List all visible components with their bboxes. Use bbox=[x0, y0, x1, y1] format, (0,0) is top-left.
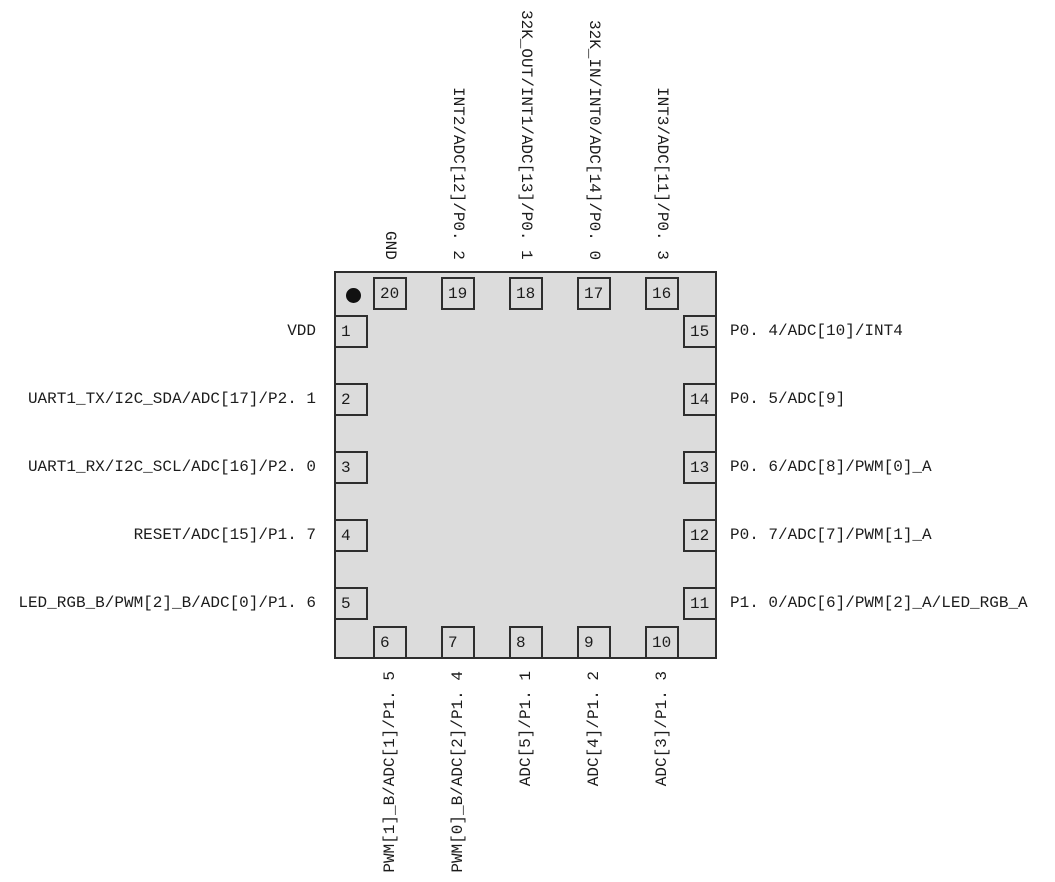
pin-box-12: 12 bbox=[683, 519, 717, 552]
pin-label-6: PWM[1]_B/ADC[1]/P1. 5 bbox=[381, 671, 399, 873]
pin-box-20: 20 bbox=[373, 277, 407, 310]
pin-box-18: 18 bbox=[509, 277, 543, 310]
pin-box-7: 7 bbox=[441, 626, 475, 659]
pin-label-2: UART1_TX/I2C_SDA/ADC[17]/P2. 1 bbox=[27, 390, 316, 408]
pin-label-11: P1. 0/ADC[6]/PWM[2]_A/LED_RGB_A bbox=[730, 594, 1028, 612]
pin-box-3: 3 bbox=[334, 451, 368, 484]
pin-label-5: LED_RGB_B/PWM[2]_B/ADC[0]/P1. 6 bbox=[18, 594, 316, 612]
pin-box-14: 14 bbox=[683, 383, 717, 416]
pin-box-16: 16 bbox=[645, 277, 679, 310]
pin-box-2: 2 bbox=[334, 383, 368, 416]
pin-label-13: P0. 6/ADC[8]/PWM[0]_A bbox=[730, 458, 932, 476]
pin-label-12: P0. 7/ADC[7]/PWM[1]_A bbox=[730, 526, 932, 544]
pin-label-9: ADC[4]/P1. 2 bbox=[585, 671, 603, 787]
pin1-indicator-dot bbox=[346, 288, 361, 303]
pin-box-19: 19 bbox=[441, 277, 475, 310]
pin-label-19: INT2/ADC[12]/P0. 2 bbox=[449, 87, 467, 260]
pin-label-4: RESET/ADC[15]/P1. 7 bbox=[133, 526, 316, 544]
pin-box-8: 8 bbox=[509, 626, 543, 659]
pin-box-1: 1 bbox=[334, 315, 368, 348]
pin-label-3: UART1_RX/I2C_SCL/ADC[16]/P2. 0 bbox=[27, 458, 316, 476]
pin-box-10: 10 bbox=[645, 626, 679, 659]
pin-box-9: 9 bbox=[577, 626, 611, 659]
pin-box-4: 4 bbox=[334, 519, 368, 552]
pin-box-5: 5 bbox=[334, 587, 368, 620]
pin-label-8: ADC[5]/P1. 1 bbox=[517, 671, 535, 787]
pin-label-15: P0. 4/ADC[10]/INT4 bbox=[730, 322, 903, 340]
pin-label-18: 32K_OUT/INT1/ADC[13]/P0. 1 bbox=[517, 10, 535, 260]
pin-label-1: VDD bbox=[287, 322, 316, 340]
pin-box-13: 13 bbox=[683, 451, 717, 484]
pin-box-11: 11 bbox=[683, 587, 717, 620]
pin-box-6: 6 bbox=[373, 626, 407, 659]
pin-label-20: GND bbox=[381, 231, 399, 260]
pin-label-7: PWM[0]_B/ADC[2]/P1. 4 bbox=[449, 671, 467, 873]
chip-body bbox=[334, 271, 717, 659]
pin-box-17: 17 bbox=[577, 277, 611, 310]
pin-label-17: 32K_IN/INT0/ADC[14]/P0. 0 bbox=[585, 19, 603, 260]
pin-label-14: P0. 5/ADC[9] bbox=[730, 390, 846, 408]
pin-label-16: INT3/ADC[11]/P0. 3 bbox=[653, 87, 671, 260]
pin-label-10: ADC[3]/P1. 3 bbox=[653, 671, 671, 787]
pin-box-15: 15 bbox=[683, 315, 717, 348]
